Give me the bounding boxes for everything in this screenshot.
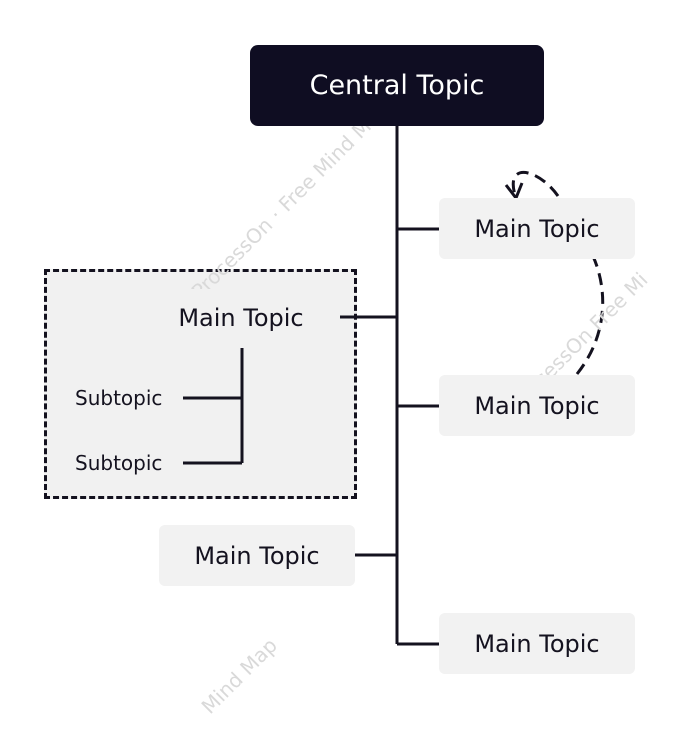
svg-text:ProcessOn · Free Mind Map: ProcessOn · Free Mind Map [187, 96, 394, 303]
subtopic-node-1[interactable]: Subtopic [75, 386, 163, 410]
main-topic-node-2[interactable]: Main Topic [146, 289, 336, 347]
central-topic-node[interactable]: Central Topic [250, 45, 544, 126]
main-topic-node-5[interactable]: Main Topic [439, 613, 635, 674]
svg-text:Mind Map: Mind Map [197, 633, 282, 718]
relationship-curve[interactable] [511, 170, 605, 375]
main-topic-node-4[interactable]: Main Topic [159, 525, 355, 586]
subtopic-node-2[interactable]: Subtopic [75, 451, 163, 475]
main-topic-node-3[interactable]: Main Topic [439, 375, 635, 436]
main-topic-node-1[interactable]: Main Topic [439, 198, 635, 259]
